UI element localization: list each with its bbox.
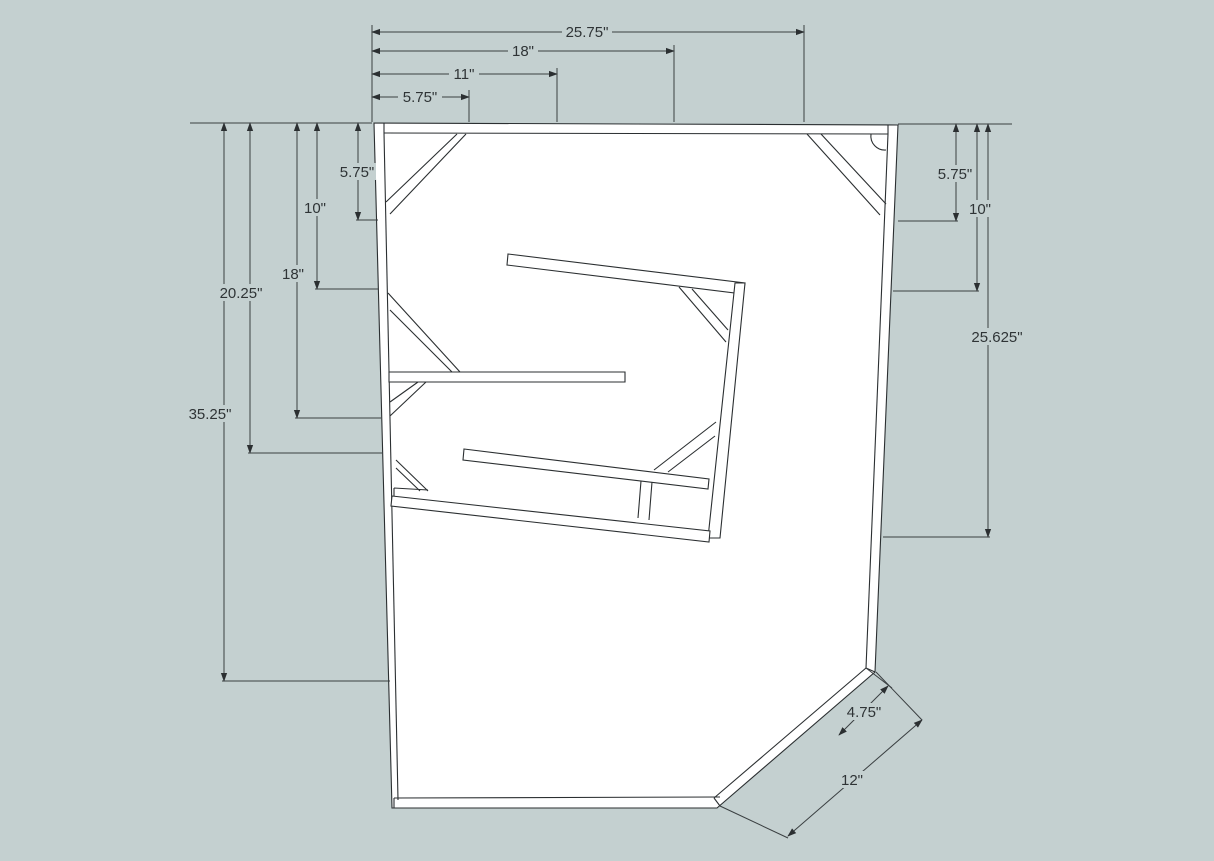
baffle-left-edge — [393, 487, 429, 496]
bottom-board — [393, 796, 721, 799]
brace-inner-mid-left — [389, 381, 427, 417]
main-panel-outline — [373, 122, 899, 809]
dim-left-18: 18" — [282, 266, 304, 283]
cabinet-panel — [373, 122, 899, 809]
dim-right-25-625: 25.625" — [971, 329, 1022, 346]
dim-left-5-75: 5.75" — [340, 164, 375, 181]
corner-arc — [870, 133, 887, 151]
lower-inner-board — [462, 448, 710, 490]
dim-bottom-12: 12" — [841, 772, 863, 789]
brace-inner-upper-right — [678, 286, 729, 343]
dim-right-5-75: 5.75" — [938, 166, 973, 183]
dim-top-5-75: 5.75" — [403, 89, 438, 106]
baffle-right-board — [707, 282, 746, 539]
left-side-board — [383, 132, 399, 801]
support-post — [637, 480, 653, 521]
right-dimensions: 5.75" 10" 25.625" — [883, 123, 1027, 538]
internal-baffle — [387, 253, 746, 543]
baffle-bottom-board — [390, 495, 711, 543]
brace-top-right — [806, 133, 887, 216]
brace-inner-upper-left — [387, 292, 461, 373]
dim-top-18: 18" — [512, 43, 534, 60]
top-dimensions: 25.75" 18" 11" 5.75" — [371, 23, 805, 122]
brace-top-left — [385, 133, 467, 215]
left-dimensions: 5.75" 10" 18" 20.25" 35.25" — [185, 122, 390, 682]
dim-left-20-25: 20.25" — [220, 285, 263, 302]
dim-left-35-25: 35.25" — [189, 406, 232, 423]
brace-inner-lower-right — [653, 421, 717, 473]
dim-top-11: 11" — [454, 66, 475, 83]
middle-shelf — [388, 371, 626, 383]
right-side-board — [865, 133, 889, 669]
dim-bottom-4-75: 4.75" — [847, 704, 882, 721]
brace-inner-lower-left — [395, 459, 429, 492]
dim-left-10: 10" — [304, 200, 326, 217]
corner-dimensions: 4.75" 12" — [719, 667, 923, 839]
dim-top-25-75: 25.75" — [566, 24, 609, 41]
dim-right-10: 10" — [969, 201, 991, 218]
top-board — [383, 132, 889, 135]
